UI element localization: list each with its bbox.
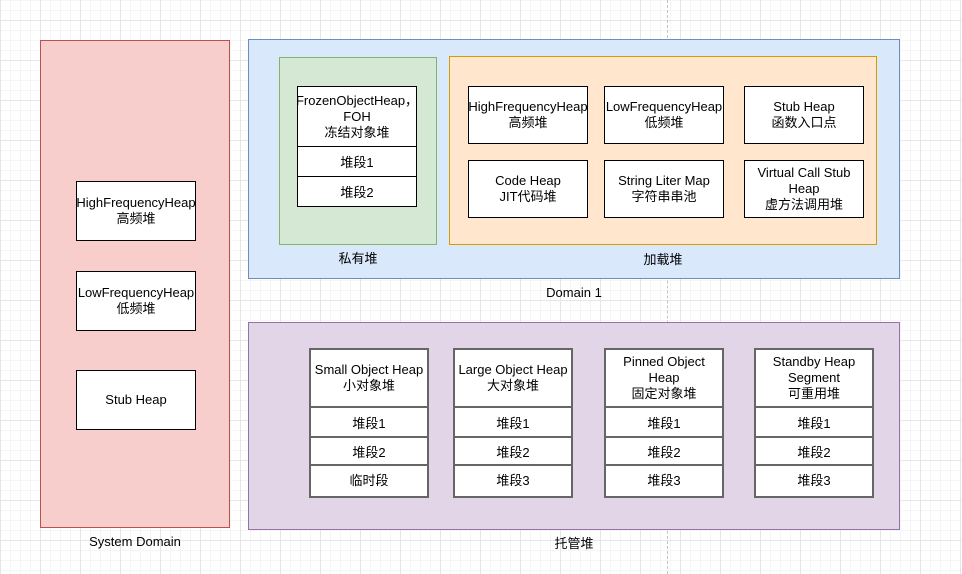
table-row-label: 堆段3 xyxy=(496,472,530,488)
table-header-line: Standby Heap xyxy=(772,354,856,369)
foh-table-header[interactable]: FrozenObjectHeap， FOH 冻结对象堆 xyxy=(295,87,419,147)
table-header-line: 可重用堆 xyxy=(787,386,840,401)
system-domain-container[interactable]: HighFrequencyHeap 高频堆 LowFrequencyHeap 低… xyxy=(40,40,230,528)
small-object-heap-table[interactable]: Small Object Heap 小对象堆 堆段1 堆段2 临时段 xyxy=(309,348,429,498)
standby-heap-table[interactable]: Standby Heap Segment 可重用堆 堆段1 堆段2 堆段3 xyxy=(754,348,874,498)
table-header-line: 小对象堆 xyxy=(342,378,395,393)
box-label-line: Virtual Call Stub Heap xyxy=(757,165,851,196)
table-row-label: 堆段1 xyxy=(797,415,831,431)
box-label-line: 虚方法调用堆 xyxy=(764,197,843,212)
box-label-line: LowFrequencyHeap xyxy=(77,285,195,300)
table-header-line: Large Object Heap xyxy=(458,362,568,377)
table-header-line: Small Object Heap xyxy=(314,362,424,377)
private-heap-label: 私有堆 xyxy=(338,251,378,266)
table-row-label: 堆段3 xyxy=(797,472,831,488)
box-label-line: 函数入口点 xyxy=(771,115,837,130)
box-label-line: HighFrequencyHeap xyxy=(76,195,196,210)
table-header-line: Pinned Object Heap xyxy=(623,354,705,385)
box-label-line: HighFrequencyHeap xyxy=(468,99,588,114)
foh-table-row[interactable]: 堆段2 xyxy=(298,176,416,205)
managed-heap-container[interactable]: Small Object Heap 小对象堆 堆段1 堆段2 临时段 Large… xyxy=(248,322,900,530)
pinned-object-heap-table[interactable]: Pinned Object Heap 固定对象堆 堆段1 堆段2 堆段3 xyxy=(604,348,724,498)
table-header-line: 大对象堆 xyxy=(486,378,539,393)
box-label-line: Code Heap xyxy=(495,173,561,188)
large-object-heap-table[interactable]: Large Object Heap 大对象堆 堆段1 堆段2 堆段3 xyxy=(453,348,573,498)
table-header-line: FOH xyxy=(343,108,371,124)
table-header-line: Segment xyxy=(787,370,841,385)
table-row-label: 堆段1 xyxy=(647,415,681,431)
table-row-label: 堆段3 xyxy=(647,472,681,488)
table-header[interactable]: Standby Heap Segment 可重用堆 xyxy=(756,350,872,408)
box-label-line: 字符串串池 xyxy=(631,189,697,204)
box-label-line: 高频堆 xyxy=(508,115,548,130)
page-break-line xyxy=(667,0,668,574)
table-row[interactable]: 堆段2 xyxy=(311,436,427,464)
load-low-frequency-heap-box[interactable]: LowFrequencyHeap 低频堆 xyxy=(604,86,724,144)
load-heap-container[interactable]: HighFrequencyHeap 高频堆 LowFrequencyHeap 低… xyxy=(449,56,877,245)
table-row-label: 堆段2 xyxy=(352,444,386,460)
box-label-line: 低频堆 xyxy=(116,301,156,316)
system-domain-label: System Domain xyxy=(89,534,181,549)
table-row-label: 临时段 xyxy=(349,472,389,488)
box-label-line: Stub Heap xyxy=(773,99,835,114)
box-label-line: JIT代码堆 xyxy=(499,189,557,204)
table-header-line: FrozenObjectHeap， xyxy=(295,92,419,108)
table-header[interactable]: Pinned Object Heap 固定对象堆 xyxy=(606,350,722,408)
load-stub-heap-box[interactable]: Stub Heap 函数入口点 xyxy=(744,86,864,144)
table-row[interactable]: 堆段2 xyxy=(756,436,872,464)
table-row[interactable]: 堆段1 xyxy=(311,408,427,436)
table-row-label: 堆段1 xyxy=(352,415,386,431)
virtual-call-stub-heap-box[interactable]: Virtual Call Stub Heap 虚方法调用堆 xyxy=(744,160,864,218)
box-label-line: 高频堆 xyxy=(116,211,156,226)
private-heap-container[interactable]: FrozenObjectHeap， FOH 冻结对象堆 堆段1 堆段2 xyxy=(279,57,437,245)
managed-heap-label: 托管堆 xyxy=(554,536,594,551)
load-heap-label: 加载堆 xyxy=(643,252,683,267)
box-label-line: String Liter Map xyxy=(618,173,710,188)
table-row-label: 堆段2 xyxy=(340,184,374,200)
table-row[interactable]: 堆段3 xyxy=(606,464,722,492)
domain1-container[interactable]: FrozenObjectHeap， FOH 冻结对象堆 堆段1 堆段2 私有堆 … xyxy=(248,39,900,279)
table-header-line: 冻结对象堆 xyxy=(324,124,390,140)
code-heap-box[interactable]: Code Heap JIT代码堆 xyxy=(468,160,588,218)
table-header-line: 固定对象堆 xyxy=(631,386,697,401)
string-liter-map-box[interactable]: String Liter Map 字符串串池 xyxy=(604,160,724,218)
box-label-line: Stub Heap xyxy=(105,392,167,407)
table-row-label: 堆段2 xyxy=(797,444,831,460)
table-row-label: 堆段1 xyxy=(496,415,530,431)
table-row-label: 堆段2 xyxy=(647,444,681,460)
table-row[interactable]: 堆段1 xyxy=(455,408,571,436)
low-frequency-heap-box[interactable]: LowFrequencyHeap 低频堆 xyxy=(76,271,196,331)
foh-table-row[interactable]: 堆段1 xyxy=(298,147,416,176)
table-row[interactable]: 堆段2 xyxy=(455,436,571,464)
box-label-line: 低频堆 xyxy=(644,115,684,130)
load-high-frequency-heap-box[interactable]: HighFrequencyHeap 高频堆 xyxy=(468,86,588,144)
table-header[interactable]: Large Object Heap 大对象堆 xyxy=(455,350,571,408)
domain1-label: Domain 1 xyxy=(546,285,602,300)
table-header[interactable]: Small Object Heap 小对象堆 xyxy=(311,350,427,408)
table-row[interactable]: 临时段 xyxy=(311,464,427,492)
table-row[interactable]: 堆段1 xyxy=(606,408,722,436)
table-row[interactable]: 堆段3 xyxy=(455,464,571,492)
table-row-label: 堆段2 xyxy=(496,444,530,460)
table-row[interactable]: 堆段2 xyxy=(606,436,722,464)
table-row[interactable]: 堆段1 xyxy=(756,408,872,436)
stub-heap-box[interactable]: Stub Heap xyxy=(76,370,196,430)
high-frequency-heap-box[interactable]: HighFrequencyHeap 高频堆 xyxy=(76,181,196,241)
table-row-label: 堆段1 xyxy=(340,155,374,170)
foh-table[interactable]: FrozenObjectHeap， FOH 冻结对象堆 堆段1 堆段2 xyxy=(295,86,419,207)
box-label-line: LowFrequencyHeap xyxy=(605,99,723,114)
table-row[interactable]: 堆段3 xyxy=(756,464,872,492)
